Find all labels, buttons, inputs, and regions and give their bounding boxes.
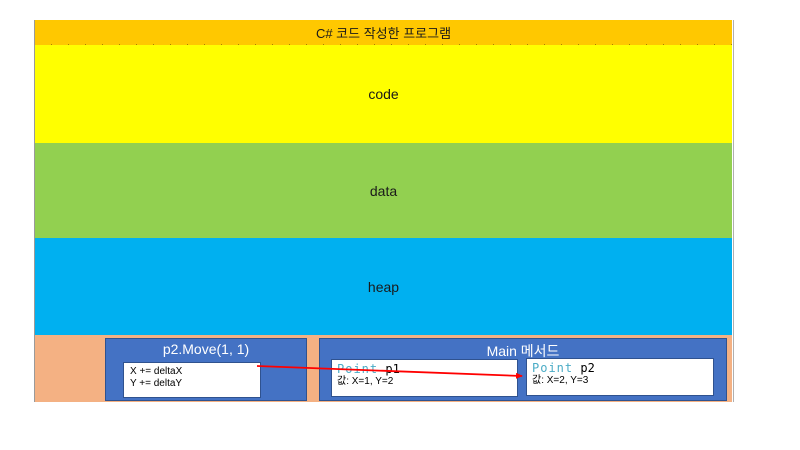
frame-title-move: p2.Move(1, 1) [162,341,250,357]
variable-p2: Point p2 값: X=2, Y=3 [526,358,714,396]
p2-type: Point [532,361,574,375]
p2-value: 값: X=2, Y=3 [532,375,589,386]
code-line-y: Y += deltaY [130,378,183,389]
data-segment: data [35,143,732,238]
p1-value: 값: X=1, Y=2 [337,376,394,387]
memory-layout-frame [34,20,734,402]
p2-name: p2 [580,361,595,375]
stack-frame-move: p2.Move(1, 1) X += deltaX Y += deltaY [105,338,307,401]
p1-type: Point [337,362,379,376]
p1-name: p1 [385,362,400,376]
code-line-x: X += deltaX [130,366,183,377]
code-segment: code [35,45,732,143]
program-title: C# 코드 작성한 프로그램 [35,20,732,45]
variable-p1: Point p1 값: X=1, Y=2 [331,359,518,397]
heap-segment: heap [35,238,732,335]
move-code-box: X += deltaX Y += deltaY [123,362,261,398]
stack-frame-main: Main 메서드 Point p1 값: X=1, Y=2 Point p2 값… [319,338,727,401]
frame-title-main: Main 메서드 [486,343,560,359]
